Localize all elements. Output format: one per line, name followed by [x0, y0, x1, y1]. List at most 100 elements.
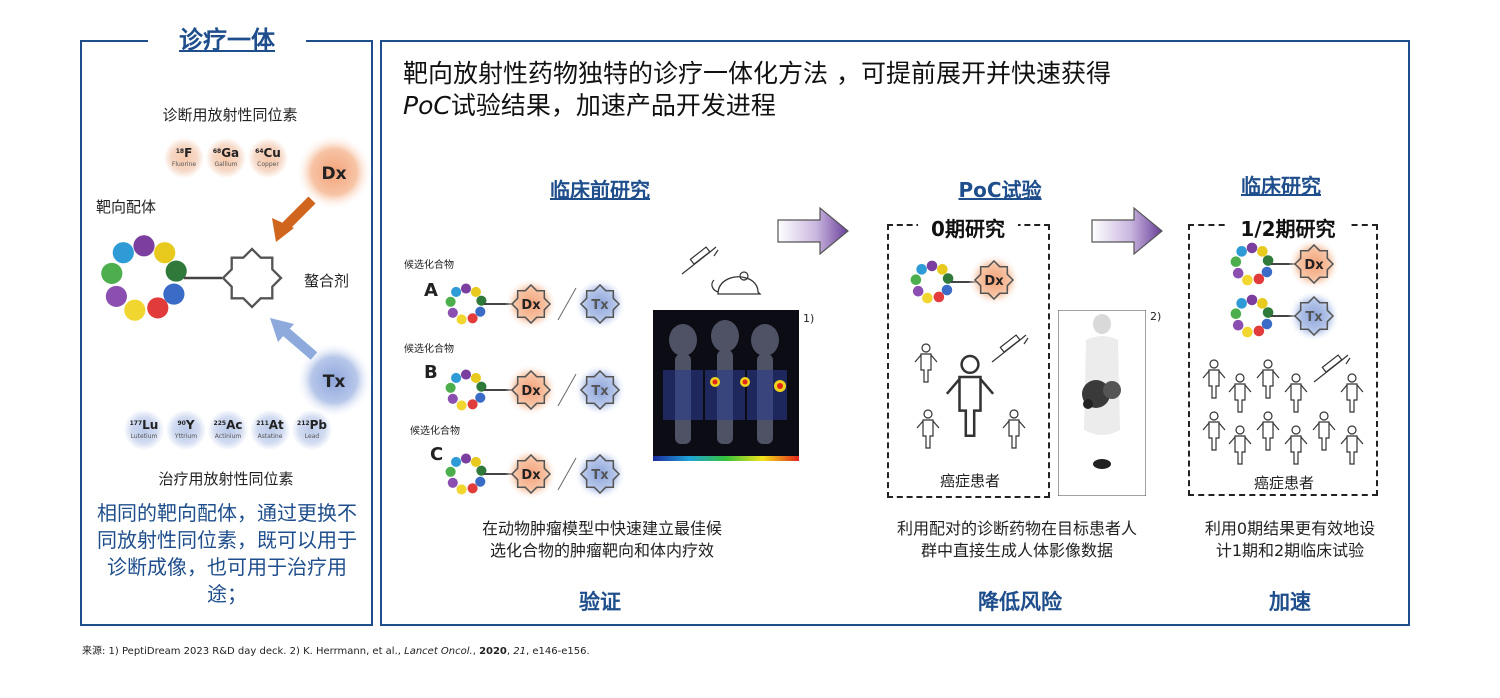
- candidate-compounds: 候选化合物 A Dx Tx 候选化合物 B Dx Tx 候选化合物 C Dx: [404, 258, 626, 500]
- phase0-title: 0期研究: [918, 213, 1018, 242]
- poc-caption-line2: 群中直接生成人体影像数据: [920, 541, 1113, 560]
- chelator-star: [221, 247, 283, 309]
- preclinical-caption: 在动物肿瘤模型中快速建立最佳候 选化合物的肿瘤靶向和体内疗效: [460, 518, 744, 562]
- isotope-symbol: 18F: [175, 146, 193, 160]
- tx-text-left: Tx: [323, 372, 346, 392]
- isotope-symbol: 90Y: [177, 418, 195, 432]
- candidate-letter-a: A: [424, 280, 438, 301]
- phase0-diagram: Dx 癌症患者: [910, 254, 1029, 490]
- mouse-syringe-icons: [681, 246, 762, 295]
- preclinical-image-ref: 1): [803, 312, 815, 325]
- isotope-symbol: 68Ga: [212, 146, 240, 160]
- phase12-ligand-tx: [1230, 294, 1274, 338]
- clinical-result: 加速: [1269, 590, 1311, 614]
- chelator-label: 螯合剂: [304, 272, 350, 290]
- patient-crowd: [1202, 359, 1364, 465]
- footnote-volume: 21: [513, 646, 526, 657]
- patient-icon: [914, 343, 938, 383]
- dx-halo: [296, 134, 372, 210]
- isotope-symbol: 212Pb: [297, 418, 327, 432]
- poc-caption: 利用配对的诊断药物在目标患者人 群中直接生成人体影像数据: [878, 518, 1156, 562]
- tx-c-text: Tx: [591, 468, 609, 483]
- isotope-symbol: 64Cu: [255, 146, 281, 160]
- isotope-name: Astatine: [257, 433, 283, 440]
- dx-a-text: Dx: [521, 298, 541, 313]
- isotope-symbol: 225Ac: [213, 418, 243, 432]
- candidate-label-c: 候选化合物: [410, 424, 460, 437]
- candidate-letter-b: B: [424, 362, 438, 383]
- theranostics-summary: 相同的靶向配体，通过更换不同放射性同位素，既可以用于诊断成像，也可用于治疗用途；: [97, 501, 357, 606]
- patient-icon: [916, 409, 940, 449]
- candidate-label-a: 候选化合物: [404, 258, 454, 271]
- syringe-icon: [681, 246, 719, 275]
- clinical-caption: 利用0期结果更有效地设 计1期和2期临床试验: [1190, 518, 1390, 562]
- clinical-caption-line1: 利用0期结果更有效地设: [1204, 519, 1376, 538]
- arrow-to-clinical: [1091, 206, 1163, 256]
- dx-arrow: [272, 196, 316, 242]
- poc-image-ref: 2): [1150, 310, 1162, 323]
- mouse-pet-image: [653, 310, 799, 461]
- candidate-c: 候选化合物 C Dx Tx: [410, 424, 626, 500]
- dx-b-text: Dx: [521, 384, 541, 399]
- arrow-to-poc: [777, 206, 849, 256]
- phase12-tx-text: Tx: [1305, 310, 1323, 325]
- footnote-journal: Lancet Oncol.: [404, 646, 473, 657]
- human-pet-image: [1058, 310, 1146, 496]
- poc-result: 降低风险: [978, 590, 1062, 614]
- isotope-name: Actinium: [214, 433, 242, 440]
- footnote-pages: e146-e156.: [532, 646, 590, 657]
- phase0-dx-text: Dx: [984, 274, 1004, 289]
- phase0-ligand: [910, 260, 954, 304]
- candidate-b: 候选化合物 B Dx Tx: [404, 342, 626, 416]
- phase12-dx-text: Dx: [1304, 258, 1324, 273]
- dx-c-text: Dx: [521, 468, 541, 483]
- headline-line2: 试验结果，加速产品开发进程: [450, 91, 776, 120]
- syringe-icon: [1313, 354, 1351, 383]
- footnote-year: 2020: [479, 646, 507, 657]
- theranostics-title: 诊疗一体: [148, 22, 306, 58]
- isotope-symbol: 177Lu: [129, 418, 159, 432]
- clinical-caption-line2: 计1期和2期临床试验: [1215, 541, 1365, 560]
- patient-large-icon: [945, 354, 995, 438]
- main-panel: [380, 40, 1410, 626]
- preclinical-title: 临床前研究: [550, 178, 650, 202]
- preclinical-result: 验证: [579, 590, 621, 614]
- syringe-icon: [991, 334, 1029, 363]
- candidate-letter-c: C: [430, 444, 443, 465]
- mouse-icon: [711, 271, 762, 295]
- candidate-a: 候选化合物 A Dx Tx: [404, 258, 626, 330]
- patient-icon: [1002, 409, 1026, 449]
- targeting-ligand-label: 靶向配体: [96, 198, 157, 216]
- phase12-diagram: Dx Tx 癌症患者: [1202, 238, 1364, 492]
- tx-b-text: Tx: [591, 384, 609, 399]
- candidate-label-b: 候选化合物: [404, 342, 454, 355]
- therapeutic-isotopes-label: 治疗用放射性同位素: [158, 470, 294, 488]
- tx-arrow: [270, 318, 318, 360]
- diagnostic-isotopes-label: 诊断用放射性同位素: [162, 106, 298, 124]
- preclinical-caption-line1: 在动物肿瘤模型中快速建立最佳候: [481, 519, 722, 538]
- phase12-title: 1/2期研究: [1226, 213, 1350, 242]
- isotope-name: Yttrium: [174, 433, 198, 440]
- poc-caption-line1: 利用配对的诊断药物在目标患者人: [896, 519, 1137, 538]
- footnote-prefix: 来源: 1) PeptiDream 2023 R&D day deck. 2) …: [82, 646, 405, 657]
- dx-text-left: Dx: [321, 164, 346, 184]
- isotope-name: Fluorine: [171, 161, 197, 168]
- headline-line2-wrap: PoC试验结果，加速产品开发进程: [403, 90, 1223, 122]
- phase12-patients-label: 癌症患者: [1254, 474, 1314, 492]
- conjugate-diagram: Dx Tx: [101, 134, 372, 418]
- tx-a-text: Tx: [591, 298, 609, 313]
- source-footnote: 来源: 1) PeptiDream 2023 R&D day deck. 2) …: [82, 646, 590, 657]
- tx-halo: [296, 342, 372, 418]
- isotope-name: Copper: [257, 161, 279, 168]
- targeting-ligand-ring: [101, 235, 187, 321]
- phase12-ligand-dx: [1230, 242, 1274, 286]
- preclinical-caption-line2: 选化合物的肿瘤靶向和体内疗效: [489, 541, 714, 560]
- clinical-title: 临床研究: [1241, 174, 1321, 198]
